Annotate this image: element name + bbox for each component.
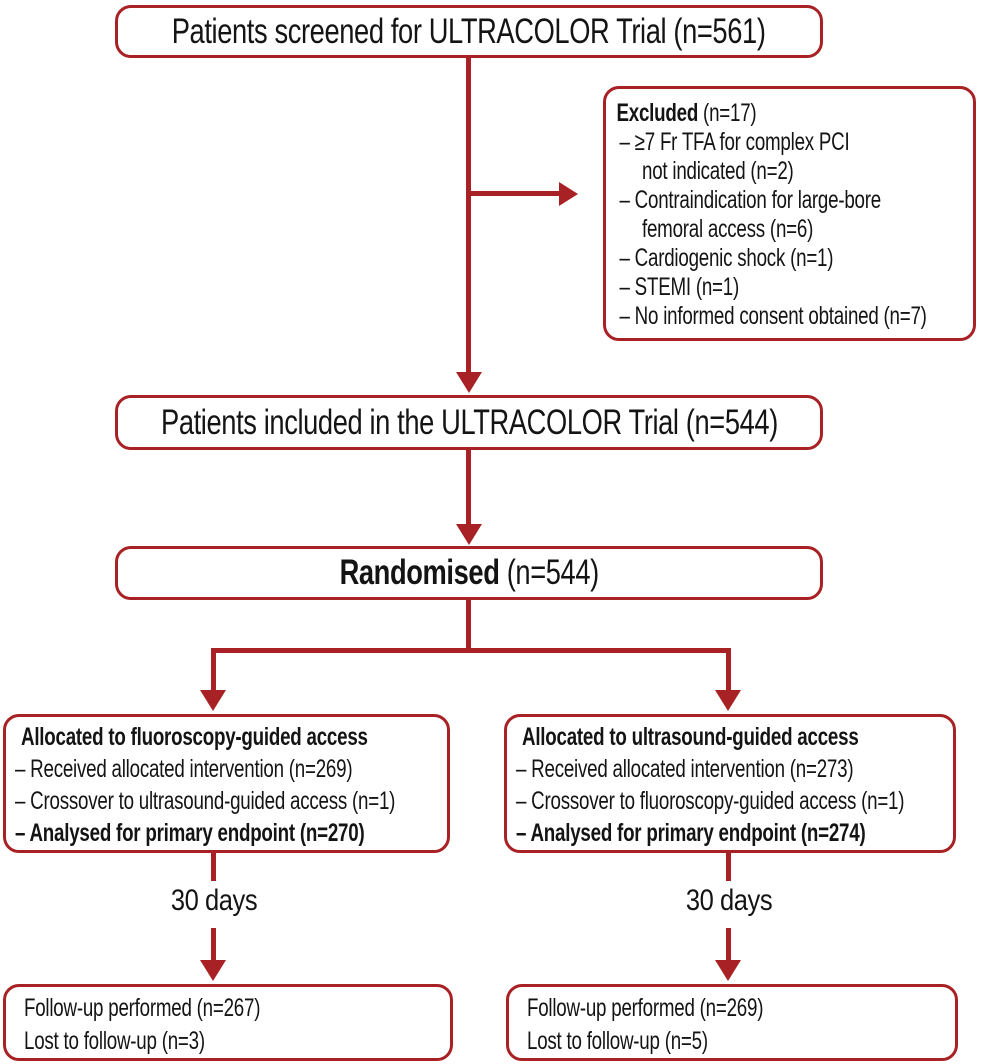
excluded-item: – Cardiogenic shock (n=1) bbox=[619, 244, 834, 272]
followup-fluoro-line: Follow-up performed (n=267) bbox=[24, 994, 261, 1022]
connector-branch-horizontal bbox=[213, 648, 731, 653]
box-screened-textwrap: Patients screened for ULTRACOLOR Trial (… bbox=[118, 8, 820, 55]
arrow-down-followup-right-icon bbox=[715, 960, 741, 981]
arrow-down-followup-left-icon bbox=[200, 960, 226, 981]
box-followup-ultrasound: Follow-up performed (n=269) Lost to foll… bbox=[506, 984, 958, 1061]
box-randomised-textwrap: Randomised (n=544) bbox=[118, 549, 820, 597]
alloc-ultra-item-primary: – Analysed for primary endpoint (n=274) bbox=[516, 819, 866, 847]
box-followup-fluoroscopy-textwrap: Follow-up performed (n=267) Lost to foll… bbox=[6, 992, 450, 1058]
alloc-fluoro-item-primary: – Analysed for primary endpoint (n=270) bbox=[15, 819, 365, 847]
arrow-down-randomised-icon bbox=[456, 524, 482, 545]
alloc-fluoro-item: – Crossover to ultrasound-guided access … bbox=[15, 787, 396, 815]
interval-label-right: 30 days bbox=[685, 884, 773, 917]
excluded-item-continuation: not indicated (n=2) bbox=[642, 157, 794, 185]
arrow-down-included-icon bbox=[456, 372, 482, 393]
arrow-down-alloc-right-icon bbox=[715, 690, 741, 711]
box-included-textwrap: Patients included in the ULTRACOLOR Tria… bbox=[118, 398, 820, 447]
connector-ultra-followup bbox=[726, 928, 731, 961]
followup-fluoro-line: Lost to follow-up (n=3) bbox=[24, 1027, 205, 1055]
box-excluded-textwrap: Excluded (n=17) – ≥7 Fr TFA for complex … bbox=[606, 98, 974, 331]
followup-ultra-line: Follow-up performed (n=269) bbox=[527, 994, 764, 1022]
arrow-right-excluded-icon bbox=[559, 182, 578, 206]
connector-fluoro-followup bbox=[211, 928, 216, 961]
box-allocated-fluoroscopy-textwrap: Allocated to fluoroscopy-guided access –… bbox=[6, 721, 447, 849]
excluded-item: – No informed consent obtained (n=7) bbox=[619, 302, 927, 330]
box-included-label: Patients included in the ULTRACOLOR Tria… bbox=[160, 402, 778, 442]
excluded-item: – Contraindication for large-bore bbox=[619, 186, 882, 214]
alloc-ultra-title: Allocated to ultrasound-guided access bbox=[522, 723, 859, 751]
alloc-fluoro-title: Allocated to fluoroscopy-guided access bbox=[21, 723, 368, 751]
box-included: Patients included in the ULTRACOLOR Tria… bbox=[115, 395, 823, 450]
box-randomised-label: Randomised (n=544) bbox=[339, 553, 599, 593]
box-allocated-ultrasound: Allocated to ultrasound-guided access – … bbox=[504, 714, 956, 853]
excluded-title: Excluded (n=17) bbox=[606, 98, 974, 128]
connector-randomised-stem bbox=[466, 600, 471, 653]
box-followup-fluoroscopy: Follow-up performed (n=267) Lost to foll… bbox=[3, 984, 453, 1061]
excluded-item-continuation: femoral access (n=6) bbox=[642, 215, 814, 243]
box-screened-label: Patients screened for ULTRACOLOR Trial (… bbox=[172, 11, 766, 51]
connector-ultra-stub bbox=[726, 853, 731, 881]
connector-excluded-branch bbox=[468, 191, 560, 196]
randomised-title-bold: Randomised bbox=[339, 553, 500, 592]
interval-label-left: 30 days bbox=[170, 884, 258, 917]
connector-screened-included bbox=[466, 58, 471, 373]
box-excluded: Excluded (n=17) – ≥7 Fr TFA for complex … bbox=[603, 86, 976, 341]
alloc-fluoro-item: – Received allocated intervention (n=269… bbox=[15, 755, 353, 783]
connector-fluoro-stub bbox=[211, 853, 216, 881]
connector-branch-right bbox=[726, 648, 731, 690]
box-followup-ultrasound-textwrap: Follow-up performed (n=269) Lost to foll… bbox=[509, 992, 953, 1058]
randomised-title-count: (n=544) bbox=[499, 553, 599, 592]
box-randomised: Randomised (n=544) bbox=[115, 546, 823, 600]
box-allocated-ultrasound-textwrap: Allocated to ultrasound-guided access – … bbox=[507, 721, 948, 849]
excluded-title-count: (n=17) bbox=[698, 99, 757, 127]
connector-branch-left bbox=[211, 648, 216, 690]
box-screened: Patients screened for ULTRACOLOR Trial (… bbox=[115, 5, 823, 58]
excluded-item: – STEMI (n=1) bbox=[619, 273, 740, 301]
alloc-ultra-item: – Crossover to fluoroscopy-guided access… bbox=[516, 787, 905, 815]
arrow-down-alloc-left-icon bbox=[200, 690, 226, 711]
followup-ultra-line: Lost to follow-up (n=5) bbox=[527, 1027, 708, 1055]
excluded-title-bold: Excluded bbox=[616, 99, 699, 127]
alloc-ultra-item: – Received allocated intervention (n=273… bbox=[516, 755, 854, 783]
connector-included-randomised bbox=[466, 450, 471, 525]
box-allocated-fluoroscopy: Allocated to fluoroscopy-guided access –… bbox=[3, 714, 450, 853]
excluded-item: – ≥7 Fr TFA for complex PCI bbox=[619, 128, 850, 156]
